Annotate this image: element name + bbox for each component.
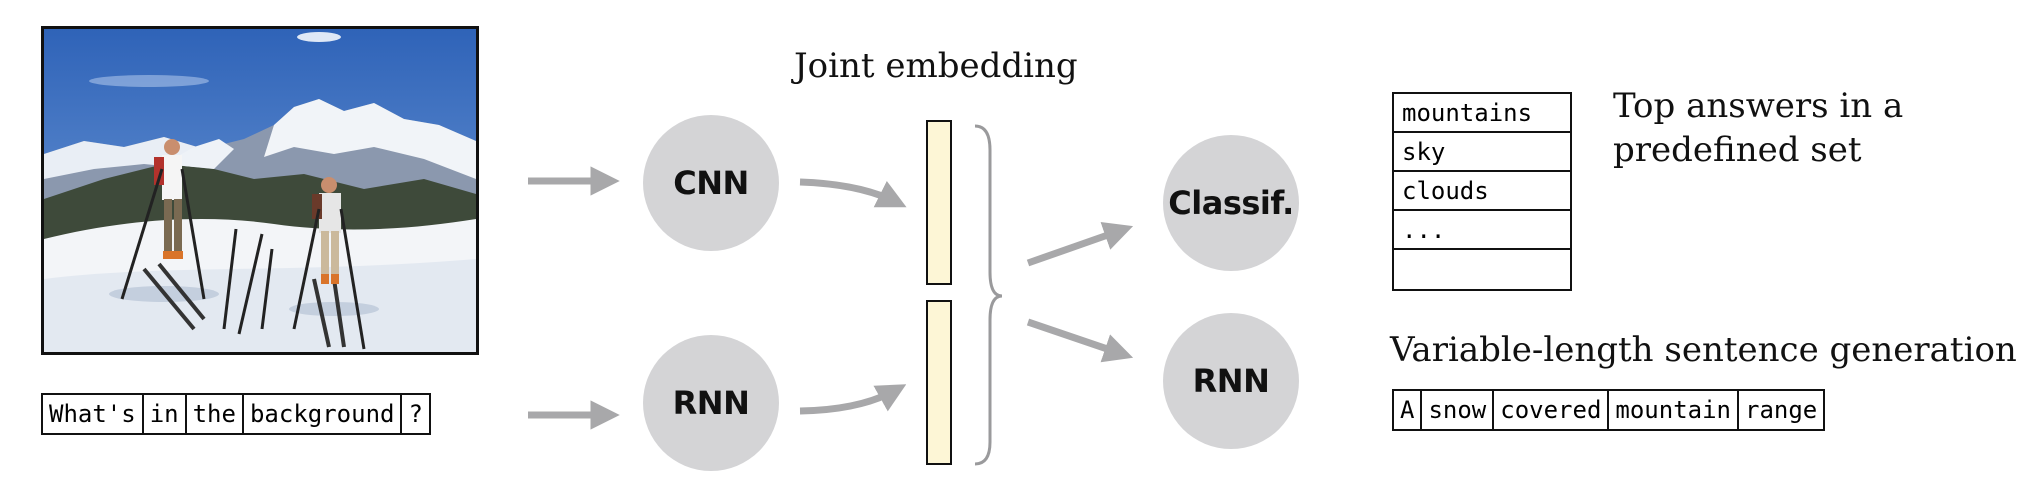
generation-caption: Variable-length sentence generation xyxy=(1390,330,2017,370)
sentence-token: A xyxy=(1394,391,1423,429)
answer-row: sky xyxy=(1394,133,1570,172)
skiers-photo-icon xyxy=(44,29,476,352)
input-photo xyxy=(41,26,479,355)
question-embedding-bar xyxy=(926,300,952,465)
sentence-token: snow xyxy=(1422,391,1495,429)
generated-sentence-tokens: A snow covered mountain range xyxy=(1392,389,1826,431)
right-skier-figure xyxy=(292,177,366,350)
answer-row: ... xyxy=(1394,211,1570,250)
question-token: in xyxy=(144,395,187,433)
question-token: ? xyxy=(408,400,423,428)
classifier-node: Classif. xyxy=(1163,135,1299,271)
question-token: background xyxy=(244,395,403,433)
cnn-to-embedding-arrow xyxy=(799,178,907,208)
answers-table: mountains sky clouds ... xyxy=(1392,92,1572,291)
answer-row xyxy=(1394,250,1570,289)
joint-brace xyxy=(974,124,1003,466)
answers-caption: Top answers in a predefined set xyxy=(1613,86,1904,170)
rnn-to-embedding-arrow xyxy=(799,384,907,415)
rnn-output-node: RNN xyxy=(1163,313,1299,449)
sentence-token: range xyxy=(1745,396,1818,424)
embedding-to-classifier-arrow xyxy=(1026,221,1134,267)
question-token: What's xyxy=(43,395,144,433)
question-token: the xyxy=(187,395,244,433)
image-embedding-bar xyxy=(926,120,952,285)
question-tokens: What's in the background ? xyxy=(41,393,431,435)
answer-row: clouds xyxy=(1394,172,1570,211)
rnn-input-node: RNN xyxy=(643,335,779,471)
joint-embedding-label: Joint embedding xyxy=(794,46,1078,86)
sentence-token: mountain xyxy=(1609,391,1739,429)
answer-row: mountains xyxy=(1394,94,1570,133)
sentence-token: covered xyxy=(1494,391,1610,429)
cnn-node: CNN xyxy=(643,115,779,251)
embedding-to-rnn-arrow xyxy=(1026,318,1134,363)
left-skier-figure xyxy=(120,139,206,331)
